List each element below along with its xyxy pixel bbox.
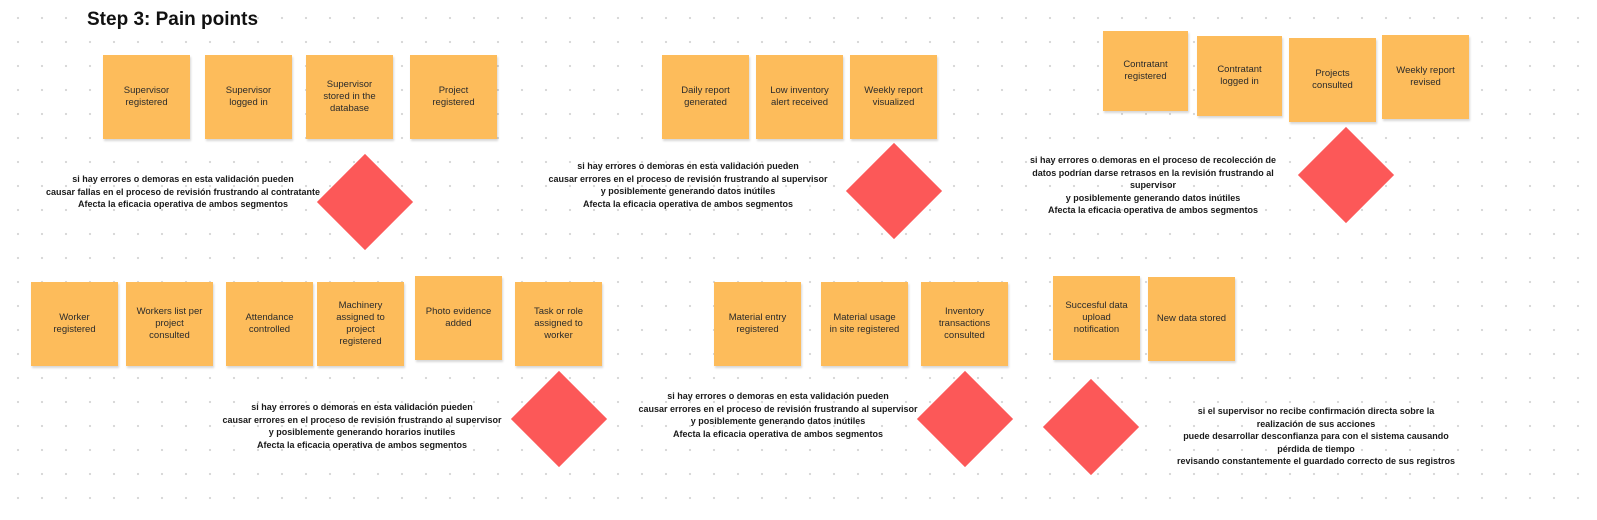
sticky-weekly-report-revised[interactable]: Weekly report revised: [1382, 35, 1469, 119]
sticky-text: Supervisor stored in the database: [323, 79, 376, 114]
sticky-text: Task or role assigned to worker: [533, 306, 584, 341]
sticky-text: Material usage in site registered: [829, 312, 900, 335]
sticky-text: Material entry registered: [728, 312, 787, 335]
sticky-weekly-report-visualized[interactable]: Weekly report visualized: [850, 55, 937, 139]
sticky-machinery-assigned[interactable]: Machinery assigned to project registered: [317, 282, 404, 366]
pain-point-diamond[interactable]: [510, 370, 608, 468]
pain-point-note-materials[interactable]: si hay errores o demoras en esta validac…: [638, 391, 918, 439]
sticky-low-inventory-alert[interactable]: Low inventory alert received: [756, 55, 843, 139]
sticky-text: Photo evidence added: [425, 306, 492, 329]
pain-point-diamond[interactable]: [1297, 126, 1395, 224]
sticky-text: Weekly report revised: [1396, 65, 1455, 88]
sticky-text: Supervisor logged in: [225, 85, 272, 108]
sticky-task-role-assigned[interactable]: Task or role assigned to worker: [515, 282, 602, 366]
sticky-supervisor-stored[interactable]: Supervisor stored in the database: [306, 55, 393, 139]
sticky-material-usage[interactable]: Material usage in site registered: [821, 282, 908, 366]
sticky-contratant-logged-in[interactable]: Contratant logged in: [1197, 36, 1282, 116]
sticky-photo-evidence[interactable]: Photo evidence added: [415, 276, 502, 360]
sticky-text: Succesful data upload notification: [1065, 300, 1128, 335]
sticky-worker-registered[interactable]: Worker registered: [31, 282, 118, 366]
pain-point-diamond[interactable]: [1042, 378, 1140, 476]
sticky-text: Attendance controlled: [245, 312, 294, 335]
sticky-supervisor-registered[interactable]: Supervisor registered: [103, 55, 190, 139]
sticky-new-data-stored[interactable]: New data stored: [1148, 277, 1235, 361]
sticky-attendance-controlled[interactable]: Attendance controlled: [226, 282, 313, 366]
sticky-contratant-registered[interactable]: Contratant registered: [1103, 31, 1188, 111]
pain-point-note-workers[interactable]: si hay errores o demoras en esta validac…: [222, 402, 502, 450]
pain-point-note-supervisor[interactable]: si hay errores o demoras en esta validac…: [45, 174, 321, 209]
pain-point-diamond[interactable]: [845, 142, 943, 240]
sticky-text: Worker registered: [53, 312, 96, 335]
sticky-text: Inventory transactions consulted: [938, 306, 991, 341]
sticky-projects-consulted[interactable]: Projects consulted: [1289, 38, 1376, 122]
pain-point-diamond[interactable]: [316, 153, 414, 251]
sticky-text: Project registered: [432, 85, 475, 108]
pain-point-note-upload[interactable]: si el supervisor no recibe confirmación …: [1176, 406, 1456, 466]
sticky-text: Contratant registered: [1123, 59, 1168, 82]
sticky-text: Machinery assigned to project registered: [336, 300, 385, 347]
sticky-workers-list[interactable]: Workers list per project consulted: [126, 282, 213, 366]
sticky-text: New data stored: [1156, 313, 1227, 324]
sticky-text: Contratant logged in: [1217, 64, 1262, 87]
sticky-material-entry[interactable]: Material entry registered: [714, 282, 801, 366]
sticky-text: Daily report generated: [681, 85, 730, 108]
board-title: Step 3: Pain points: [87, 9, 259, 30]
sticky-daily-report-generated[interactable]: Daily report generated: [662, 55, 749, 139]
sticky-text: Workers list per project consulted: [136, 306, 203, 341]
sticky-supervisor-logged-in[interactable]: Supervisor logged in: [205, 55, 292, 139]
pain-point-note-contratant[interactable]: si hay errores o demoras en el proceso d…: [1029, 155, 1277, 215]
sticky-text: Supervisor registered: [123, 85, 170, 108]
pain-point-note-reports[interactable]: si hay errores o demoras en esta validac…: [548, 161, 828, 209]
sticky-project-registered[interactable]: Project registered: [410, 55, 497, 139]
sticky-text: Low inventory alert received: [770, 85, 829, 108]
sticky-upload-notification[interactable]: Succesful data upload notification: [1053, 276, 1140, 360]
sticky-text: Weekly report visualized: [864, 85, 923, 108]
sticky-inventory-transactions[interactable]: Inventory transactions consulted: [921, 282, 1008, 366]
sticky-text: Projects consulted: [1312, 68, 1353, 91]
pain-point-diamond[interactable]: [916, 370, 1014, 468]
